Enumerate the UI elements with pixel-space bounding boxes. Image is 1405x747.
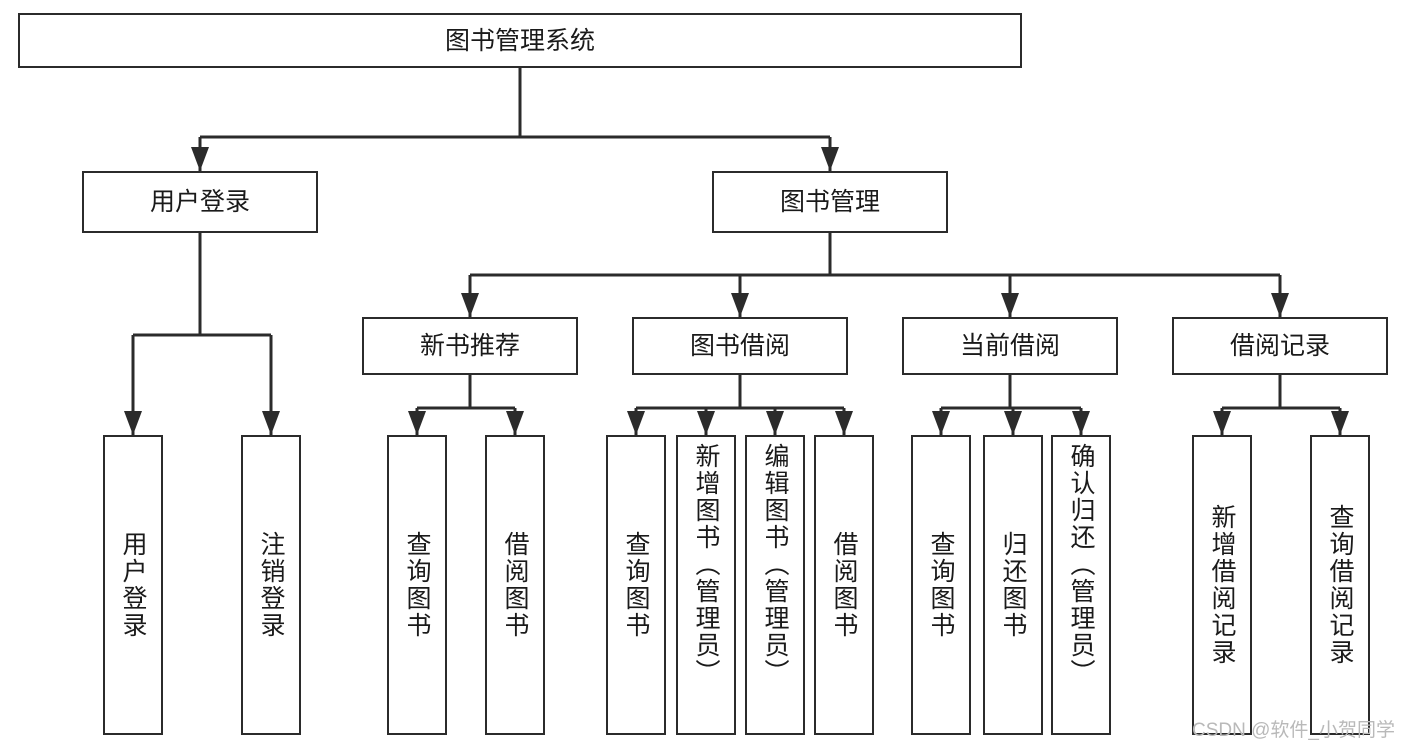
node-leaf-add-record[interactable]: 新增借阅记录 xyxy=(1192,435,1252,735)
node-label: 当前借阅 xyxy=(959,332,1060,360)
node-label: 注销登录 xyxy=(257,531,285,639)
node-label: 借阅图书 xyxy=(830,531,858,639)
node-leaf-edit-book[interactable]: 编辑图书（管理员） xyxy=(745,435,805,735)
node-label: 新增图书（管理员） xyxy=(692,443,720,686)
node-borrow-record[interactable]: 借阅记录 xyxy=(1172,317,1388,375)
node-label: 新书推荐 xyxy=(419,332,520,360)
node-root[interactable]: 图书管理系统 xyxy=(18,13,1022,68)
arrowhead-icon xyxy=(124,411,142,435)
node-current-borrow[interactable]: 当前借阅 xyxy=(902,317,1118,375)
node-leaf-borrow-book-2[interactable]: 借阅图书 xyxy=(814,435,874,735)
node-user-login[interactable]: 用户登录 xyxy=(82,171,318,233)
arrowhead-icon xyxy=(262,411,280,435)
node-leaf-query-book-3[interactable]: 查询图书 xyxy=(911,435,971,735)
node-label: 用户登录 xyxy=(149,188,250,216)
node-leaf-confirm-return[interactable]: 确认归还（管理员） xyxy=(1051,435,1111,735)
node-book-borrow[interactable]: 图书借阅 xyxy=(632,317,848,375)
node-label: 编辑图书（管理员） xyxy=(761,443,789,686)
node-label: 图书管理系统 xyxy=(444,26,595,55)
arrowhead-icon xyxy=(1001,293,1019,317)
node-leaf-query-book-2[interactable]: 查询图书 xyxy=(606,435,666,735)
node-label: 查询图书 xyxy=(403,531,431,639)
node-leaf-user-logout[interactable]: 注销登录 xyxy=(241,435,301,735)
node-leaf-user-login[interactable]: 用户登录 xyxy=(103,435,163,735)
arrowhead-icon xyxy=(932,411,950,435)
arrowhead-icon xyxy=(1213,411,1231,435)
node-leaf-borrow-book-1[interactable]: 借阅图书 xyxy=(485,435,545,735)
node-book-manage[interactable]: 图书管理 xyxy=(712,171,948,233)
arrowhead-icon xyxy=(731,293,749,317)
node-new-book-recommend[interactable]: 新书推荐 xyxy=(362,317,578,375)
node-label: 查询借阅记录 xyxy=(1326,504,1354,666)
node-label: 图书管理 xyxy=(779,188,880,216)
arrowhead-icon xyxy=(1331,411,1349,435)
watermark-text: CSDN @软件_小贺同学 xyxy=(1192,720,1395,741)
arrowhead-icon xyxy=(1004,411,1022,435)
node-leaf-query-record[interactable]: 查询借阅记录 xyxy=(1310,435,1370,735)
arrowhead-icon xyxy=(1072,411,1090,435)
arrowhead-icon xyxy=(835,411,853,435)
arrowhead-icon xyxy=(1271,293,1289,317)
node-label: 查询图书 xyxy=(927,531,955,639)
node-label: 新增借阅记录 xyxy=(1208,504,1236,666)
node-label: 图书借阅 xyxy=(689,332,790,360)
node-label: 查询图书 xyxy=(622,531,650,639)
node-label: 用户登录 xyxy=(119,531,147,639)
arrowhead-icon xyxy=(191,147,209,171)
node-leaf-return-book[interactable]: 归还图书 xyxy=(983,435,1043,735)
node-label: 借阅记录 xyxy=(1229,332,1330,360)
node-leaf-add-book[interactable]: 新增图书（管理员） xyxy=(676,435,736,735)
arrowhead-icon xyxy=(408,411,426,435)
arrowhead-icon xyxy=(627,411,645,435)
arrowhead-icon xyxy=(697,411,715,435)
arrowhead-icon xyxy=(766,411,784,435)
node-label: 确认归还（管理员） xyxy=(1067,443,1095,686)
arrowhead-icon xyxy=(461,293,479,317)
node-leaf-query-book-1[interactable]: 查询图书 xyxy=(387,435,447,735)
node-label: 归还图书 xyxy=(999,531,1027,639)
arrowhead-icon xyxy=(821,147,839,171)
arrowhead-icon xyxy=(506,411,524,435)
node-label: 借阅图书 xyxy=(501,531,529,639)
